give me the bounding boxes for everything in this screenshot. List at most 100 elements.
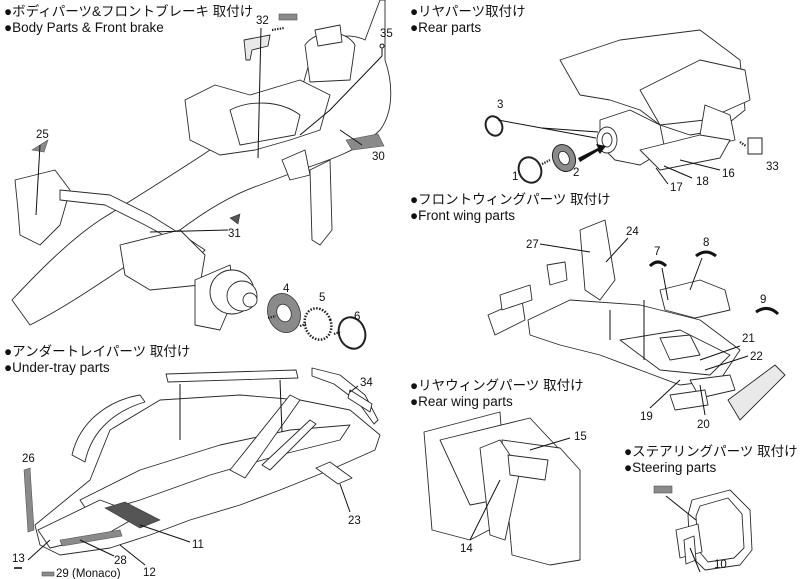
part-6-ring <box>337 316 367 350</box>
part-29-piece <box>41 571 55 577</box>
steering-drawing <box>653 485 753 573</box>
callout-2: 2 <box>573 167 579 179</box>
callout-10: 10 <box>714 559 727 571</box>
section-title-body-parts: ●ボディパーツ&フロントブレーキ 取付け ●Body Parts & Front… <box>4 4 253 36</box>
section-title-rear-parts: ●リヤパーツ取付け ●Rear parts <box>410 4 526 36</box>
leader-14 <box>469 479 501 541</box>
leader-10 <box>689 547 701 573</box>
leader-28 <box>79 539 115 557</box>
section-title-en: ●Body Parts & Front brake <box>4 20 164 35</box>
part-2-disc-hole <box>558 150 570 166</box>
front-wing-upper-element <box>659 279 731 319</box>
arrow-1 <box>541 159 551 165</box>
callout-21: 21 <box>742 333 755 345</box>
front-wing-separate-piece-bottom-2 <box>669 389 709 411</box>
section-title-en: ●Steering parts <box>624 460 717 475</box>
section-title-en: ●Rear wing parts <box>410 394 513 409</box>
leader-25 <box>35 144 41 216</box>
callout-34: 34 <box>360 377 373 389</box>
engine-cover <box>229 102 301 146</box>
under-tray-bargeboard <box>229 394 301 479</box>
part-34-rear-strake <box>311 367 379 425</box>
front-wing-endplate-left <box>579 219 616 301</box>
arrow-4 <box>267 314 277 320</box>
steering-wheel-face <box>695 497 745 563</box>
leader-30 <box>339 129 363 146</box>
diffuser-floor <box>639 134 731 171</box>
part-5-etched-ring <box>303 307 333 341</box>
callout-31: 31 <box>228 228 241 240</box>
callout-33: 33 <box>766 161 779 173</box>
leader-16 <box>679 159 721 171</box>
callout-4: 4 <box>283 283 290 295</box>
callout-14: 14 <box>460 543 473 555</box>
car-body-outline <box>11 0 392 326</box>
callout-labels: 32 35 30 25 31 4 5 6 3 1 2 16 18 17 33 2… <box>12 15 779 579</box>
leader-24 <box>605 237 629 263</box>
leader-27 <box>539 243 591 253</box>
leader-12 <box>119 544 146 566</box>
part-32-piece <box>243 34 271 61</box>
leader-15 <box>529 437 571 451</box>
callout-1: 1 <box>512 171 518 183</box>
callout-13: 13 <box>12 553 25 565</box>
part-30-decal <box>345 133 385 151</box>
leader-13 <box>27 539 51 561</box>
callout-7: 7 <box>654 246 660 258</box>
callout-20: 20 <box>697 419 710 431</box>
section-title-steering: ●ステアリングパーツ 取付け ●Steering parts <box>624 444 798 476</box>
callout-3: 3 <box>497 99 503 111</box>
part-26-piece <box>23 467 35 533</box>
callout-17: 17 <box>670 182 683 194</box>
leader-32 <box>257 27 262 159</box>
callout-23: 23 <box>348 515 361 527</box>
leader-23 <box>339 483 351 513</box>
callout-26: 26 <box>22 453 35 465</box>
callout-5: 5 <box>319 292 325 304</box>
under-tray-top-strake <box>165 369 299 383</box>
section-title-en: ●Rear parts <box>410 20 482 35</box>
leader-10b <box>665 495 697 521</box>
callout-30: 30 <box>372 151 385 163</box>
arrow-5 <box>299 322 307 328</box>
part-33-plate <box>747 137 763 155</box>
rear-wing-flap <box>507 454 549 481</box>
callout-11: 11 <box>192 539 204 551</box>
arrow-2 <box>578 144 606 162</box>
callout-8: 8 <box>703 237 709 249</box>
under-tray-vane <box>261 419 317 471</box>
leader-3b <box>541 127 599 133</box>
leader-19 <box>649 379 681 409</box>
callout-12: 12 <box>143 567 156 579</box>
section-title-ja: ●リヤパーツ取付け <box>410 4 526 19</box>
callout-25: 25 <box>36 129 49 141</box>
part-31-piece <box>229 213 241 225</box>
callout-15: 15 <box>574 431 587 443</box>
part-11-piece <box>104 501 161 529</box>
part-1-ring <box>517 156 543 184</box>
turning-vane <box>281 149 311 181</box>
brake-hub-center <box>242 292 258 308</box>
leader-31 <box>149 229 229 233</box>
mirror <box>314 24 343 47</box>
section-title-ja: ●アンダートレイパーツ 取付け <box>4 344 191 359</box>
part-28-piece <box>59 529 123 547</box>
front-wing-drawing <box>487 219 786 421</box>
section-title-under-tray: ●アンダートレイパーツ 取付け ●Under-tray parts <box>4 344 190 376</box>
part-32-decal <box>278 13 298 21</box>
leader-35 <box>299 55 383 136</box>
leader-3 <box>497 119 597 139</box>
front-wing-separate-piece-left-2 <box>499 284 533 311</box>
callout-28: 28 <box>114 555 127 567</box>
arrow-6 <box>333 330 341 336</box>
leader-21 <box>699 345 741 361</box>
arrow-32 <box>271 26 285 32</box>
part-10-decal <box>653 485 673 494</box>
part-7-piece <box>648 260 668 268</box>
leader-8 <box>689 257 703 291</box>
leader-11 <box>139 524 191 543</box>
arrow-33 <box>739 141 747 147</box>
front-wing-cascade <box>659 334 701 361</box>
callout-6: 6 <box>354 311 360 323</box>
